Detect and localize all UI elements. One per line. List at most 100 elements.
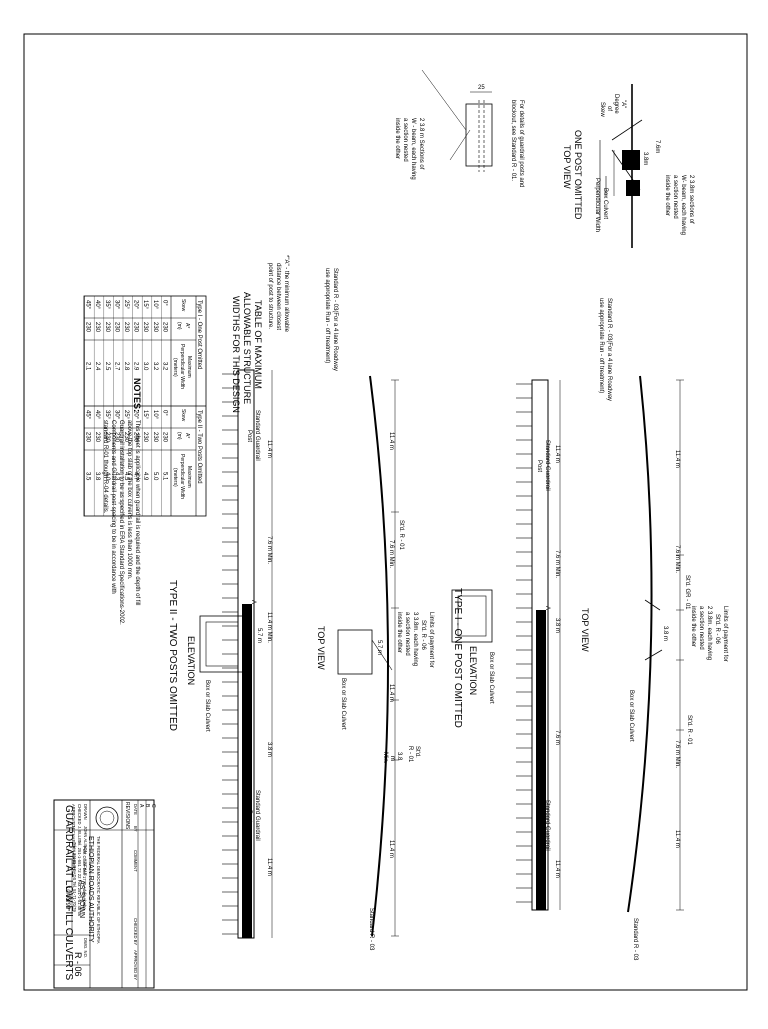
structure-width-table: Type I - One Post Omitted Type II - Two … <box>83 295 207 517</box>
table-type1-cell: 230 <box>133 322 139 333</box>
type1-std-post-b-1: Standard Guardrail <box>544 800 550 851</box>
approved-by: MICHAEL R. HERBERT <box>71 826 76 871</box>
type2-box-or-slab: Box or Slab Culvert <box>340 678 346 730</box>
one-post-detail <box>599 84 643 248</box>
table-type2-cell: 15° <box>142 410 148 420</box>
type2-dim-38min: 3.8 m Min. <box>382 752 402 764</box>
table-type1-cell: 230 <box>85 322 91 333</box>
drawn-label: DRAWN <box>83 804 88 820</box>
table-type1-cell: 0° <box>161 300 167 306</box>
type1-std-post-b-2: Post <box>536 820 542 832</box>
sheet-border <box>23 33 748 991</box>
detail-note-sections: 2 3.8 m Sections of W - beam, each havin… <box>394 118 424 180</box>
table-type1-cell: 2.5 <box>104 362 110 371</box>
org-line-4: Tel. 251-1-551 72 22 Fax 251-1-51 48 66 <box>77 840 82 917</box>
type1-box-or-slab: Box or Slab Culvert <box>628 690 634 742</box>
one-post-dim-76: 7.6m <box>654 140 660 153</box>
type2-top-view-label: TOP VIEW <box>316 626 326 670</box>
type2-elev-dim-38: 3.8 m <box>266 742 272 757</box>
type2-std-r01: St'd. R - 01 <box>398 520 404 550</box>
table-type2-cell: 10° <box>152 410 158 420</box>
one-post-title-1: ONE POST OMITTED <box>573 130 583 220</box>
type2-limits-2: St'd. R - 06 <box>420 620 426 650</box>
detail-note-details: For details of guardrail posts and block… <box>510 100 524 187</box>
table-type1-cell: 2.4 <box>94 362 100 371</box>
table-type2-cell: 230 <box>123 432 129 443</box>
revision-letter: C <box>150 804 156 808</box>
notes-line-1: This sheet is applicable when guardrail … <box>134 420 140 605</box>
type1-r03-note-2: use appropriate Run - off treatment) <box>598 298 604 393</box>
one-post-title-2: TOP VIEW <box>562 145 572 189</box>
type2-dim-76min: 7.6 m Min. <box>388 540 394 568</box>
type1-limits-5: inside the other <box>690 606 696 647</box>
table-type2-cell: 4.0 <box>104 472 110 481</box>
table-col-width-2-3: (meters) <box>172 468 178 487</box>
one-post-box-culvert: Box Culvert <box>602 188 608 219</box>
type2-post-ticks <box>222 373 238 935</box>
type1-elev-dim-76-b: 7.6 m <box>554 730 560 745</box>
type1-top-view <box>627 375 684 913</box>
type1-elev-dim-38: 3.8 m <box>554 618 560 633</box>
table-type2-cell: 230 <box>85 432 91 443</box>
one-post-skew-3: Skew <box>599 102 605 117</box>
type1-elev-dim-114-b: 11.4 m <box>554 860 560 878</box>
table-type1-cell: 2.8 <box>123 362 129 371</box>
table-type2-cell: 40° <box>94 410 100 420</box>
notes-line-2: above the top slab of the box culverts i… <box>126 420 132 580</box>
scale-value: AS SHOWN <box>78 880 85 918</box>
table-col-skew: Skew <box>180 299 186 312</box>
table-type2-cell: 230 <box>142 432 148 443</box>
one-post-skew-2: of <box>606 106 612 111</box>
table-col-a-2: A* <box>184 433 190 438</box>
type2-std-post: Standard Guardrail Post <box>246 410 260 461</box>
table-footnote-1: *"A" - the minimum allowable <box>283 255 289 333</box>
table-type2-cell: 5.1 <box>161 472 167 481</box>
one-post-dim-38: 3.8m <box>642 152 648 165</box>
table-col-width-3: (meters) <box>172 358 178 377</box>
table-col-width-1: Maximum <box>186 356 192 378</box>
table-col-a-unit: (m) <box>176 322 182 330</box>
table-col-width-2: Perpendicular Width <box>179 344 185 389</box>
type2-std-post-1: Standard Guardrail <box>254 410 260 461</box>
table-type1-cell: 15° <box>142 300 148 310</box>
table-type1-cell: 35° <box>104 300 110 310</box>
type2-dim-114min: 11.4 m <box>388 684 394 702</box>
table-type2-cell: 35° <box>104 410 110 420</box>
table-type2-cell: 3.5 <box>85 472 91 481</box>
table-footnote: *"A" - the minimum allowable distance be… <box>267 255 289 333</box>
type1-r03-note: Standard R - 03(For a 4 lane Roadway use… <box>598 298 612 401</box>
table-type1-cell: 2.1 <box>85 362 91 371</box>
notes-line-3: Guardrail installation to be as specifie… <box>118 420 124 625</box>
revision-letter: A <box>138 804 144 808</box>
type2-std-r03: Standard R - 03 <box>368 908 374 951</box>
type1-std-post-b: Standard Guardrail Post <box>536 800 550 851</box>
org-line-2: ETHIOPIAN ROADS AUTHORITY <box>87 836 94 943</box>
type1-dim-114: 11.4 m <box>674 450 680 468</box>
table-type1-cell: 230 <box>104 322 110 333</box>
one-post-skew: Degree of Skew <box>599 94 619 117</box>
table-type2-cell: 3.8 <box>94 472 100 481</box>
type1-caption: TYPE I - ONE POST OMITTED <box>452 588 463 728</box>
date-value: 10/03/99 <box>64 886 70 910</box>
org-line-5: Telex 21180 ROADS Tel. 51-71-70/79 <box>72 842 77 912</box>
type2-std-r01-b-1: St'd. <box>414 746 420 758</box>
revision-header: APPROVED BY <box>133 950 138 980</box>
revision-letters: CBA <box>138 804 156 808</box>
type1-elev-dim-114: 11.4 m <box>554 445 560 463</box>
one-post-note-2: W- beam, each having <box>680 175 686 235</box>
type2-top-view <box>337 375 399 937</box>
type2-dim-114-b: 11.4 m <box>388 840 394 858</box>
table-type2-cell: 20° <box>133 410 139 420</box>
type1-std-post-1: Standard Guardrail <box>544 440 550 491</box>
table-type2-cell: 4.3 <box>113 472 119 481</box>
org-line-1: THE FEDERAL DEMOCRATIC REPUBLIC OF ETHIO… <box>96 836 101 944</box>
type2-std-post-b: Standard Guardrail Post <box>246 790 260 841</box>
type2-dim-114: 11.4 m <box>388 432 394 450</box>
type1-limits-3: 2 3.8m. each having <box>706 606 712 660</box>
table-type1-cell: 230 <box>142 322 148 333</box>
checked-by: J. ELLIS <box>77 826 82 842</box>
type1-std-post: Standard Guardrail Post <box>536 440 550 491</box>
title-block <box>53 799 155 989</box>
table-type1-cell: 2.7 <box>113 362 119 371</box>
